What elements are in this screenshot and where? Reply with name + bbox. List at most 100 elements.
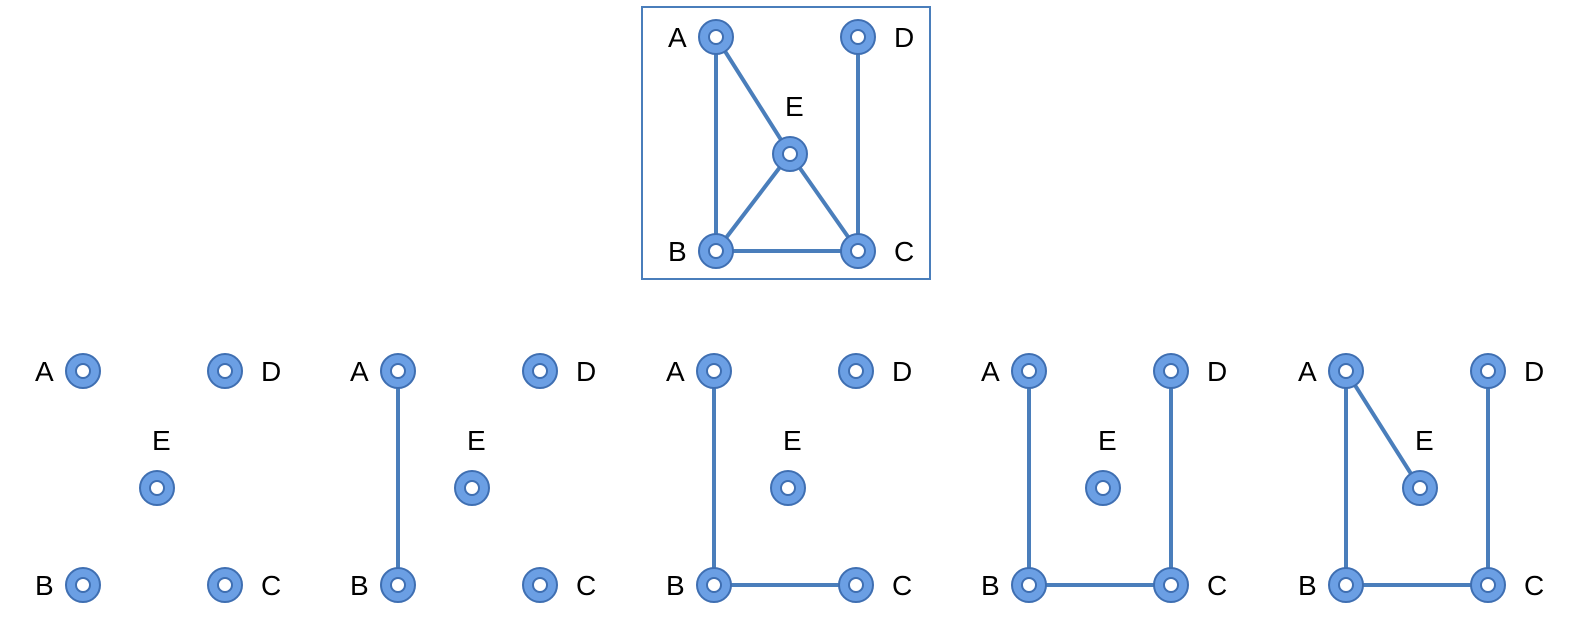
edge-C-E: [788, 152, 860, 253]
node-inner-hole: [149, 480, 165, 496]
node-E: E: [1085, 425, 1121, 506]
node-C: C: [522, 567, 596, 603]
node-A: A: [1298, 353, 1364, 389]
node-D: D: [838, 353, 912, 389]
node-inner-hole: [1021, 363, 1037, 379]
node-label-E: E: [783, 425, 802, 456]
node-label-A: A: [981, 356, 1000, 387]
node-E: E: [1402, 425, 1438, 506]
node-inner-hole: [464, 480, 480, 496]
node-inner-hole: [1095, 480, 1111, 496]
node-inner-hole: [217, 363, 233, 379]
node-A: A: [35, 353, 101, 389]
node-C: C: [1153, 567, 1227, 603]
node-inner-hole: [532, 577, 548, 593]
node-label-A: A: [350, 356, 369, 387]
node-D: D: [522, 353, 596, 389]
node-inner-hole: [848, 363, 864, 379]
node-inner-hole: [848, 577, 864, 593]
node-B: B: [668, 233, 734, 269]
node-A: A: [350, 353, 416, 389]
graph-step-4: A B C D E: [981, 353, 1227, 603]
edge-A-E: [714, 35, 792, 156]
node-inner-hole: [850, 29, 866, 45]
node-E: E: [770, 425, 806, 506]
node-D: D: [1470, 353, 1544, 389]
node-B: B: [35, 567, 101, 603]
graph-step-2: A B C D E: [350, 353, 596, 603]
node-C: C: [207, 567, 281, 603]
node-label-C: C: [894, 236, 914, 267]
node-A: A: [981, 353, 1047, 389]
graph-main: A B C D E: [641, 6, 931, 280]
node-inner-hole: [1412, 480, 1428, 496]
node-C: C: [840, 233, 914, 269]
node-inner-hole: [1480, 577, 1496, 593]
node-label-E: E: [785, 91, 804, 122]
node-inner-hole: [706, 363, 722, 379]
node-label-C: C: [576, 570, 596, 601]
node-label-C: C: [892, 570, 912, 601]
node-inner-hole: [1021, 577, 1037, 593]
node-inner-hole: [708, 29, 724, 45]
node-A: A: [666, 353, 732, 389]
node-label-E: E: [467, 425, 486, 456]
node-label-E: E: [1415, 425, 1434, 456]
edge-B-E: [714, 152, 792, 253]
node-E: E: [454, 425, 490, 506]
node-inner-hole: [75, 363, 91, 379]
node-inner-hole: [390, 577, 406, 593]
node-label-D: D: [576, 356, 596, 387]
node-label-C: C: [1207, 570, 1227, 601]
node-inner-hole: [75, 577, 91, 593]
node-E: E: [139, 425, 175, 506]
node-inner-hole: [708, 243, 724, 259]
node-label-B: B: [1298, 570, 1317, 601]
node-D: D: [1153, 353, 1227, 389]
node-label-C: C: [1524, 570, 1544, 601]
node-label-C: C: [261, 570, 281, 601]
node-label-D: D: [894, 22, 914, 53]
node-inner-hole: [1338, 363, 1354, 379]
node-label-B: B: [668, 236, 687, 267]
node-B: B: [666, 567, 732, 603]
node-inner-hole: [782, 146, 798, 162]
node-label-B: B: [35, 570, 54, 601]
node-label-A: A: [35, 356, 54, 387]
node-A: A: [668, 19, 734, 55]
node-label-D: D: [1207, 356, 1227, 387]
node-label-A: A: [668, 22, 687, 53]
node-B: B: [350, 567, 416, 603]
node-D: D: [207, 353, 281, 389]
node-label-B: B: [666, 570, 685, 601]
graph-frame: [641, 6, 931, 280]
node-label-B: B: [350, 570, 369, 601]
node-inner-hole: [850, 243, 866, 259]
node-label-E: E: [152, 425, 171, 456]
graph-step-3: A B C D E: [666, 353, 912, 603]
node-inner-hole: [1338, 577, 1354, 593]
node-B: B: [1298, 567, 1364, 603]
node-D: D: [840, 19, 914, 55]
node-label-D: D: [1524, 356, 1544, 387]
node-B: B: [981, 567, 1047, 603]
node-inner-hole: [390, 363, 406, 379]
node-inner-hole: [1163, 577, 1179, 593]
node-label-D: D: [261, 356, 281, 387]
node-inner-hole: [532, 363, 548, 379]
node-inner-hole: [1480, 363, 1496, 379]
node-E: E: [772, 91, 808, 172]
node-label-A: A: [1298, 356, 1317, 387]
node-label-E: E: [1098, 425, 1117, 456]
node-inner-hole: [217, 577, 233, 593]
node-label-A: A: [666, 356, 685, 387]
node-inner-hole: [706, 577, 722, 593]
node-C: C: [1470, 567, 1544, 603]
node-label-B: B: [981, 570, 1000, 601]
graph-step-1: A B C D E: [35, 353, 281, 603]
node-inner-hole: [780, 480, 796, 496]
node-C: C: [838, 567, 912, 603]
node-inner-hole: [1163, 363, 1179, 379]
edge-A-E: [1344, 369, 1422, 490]
